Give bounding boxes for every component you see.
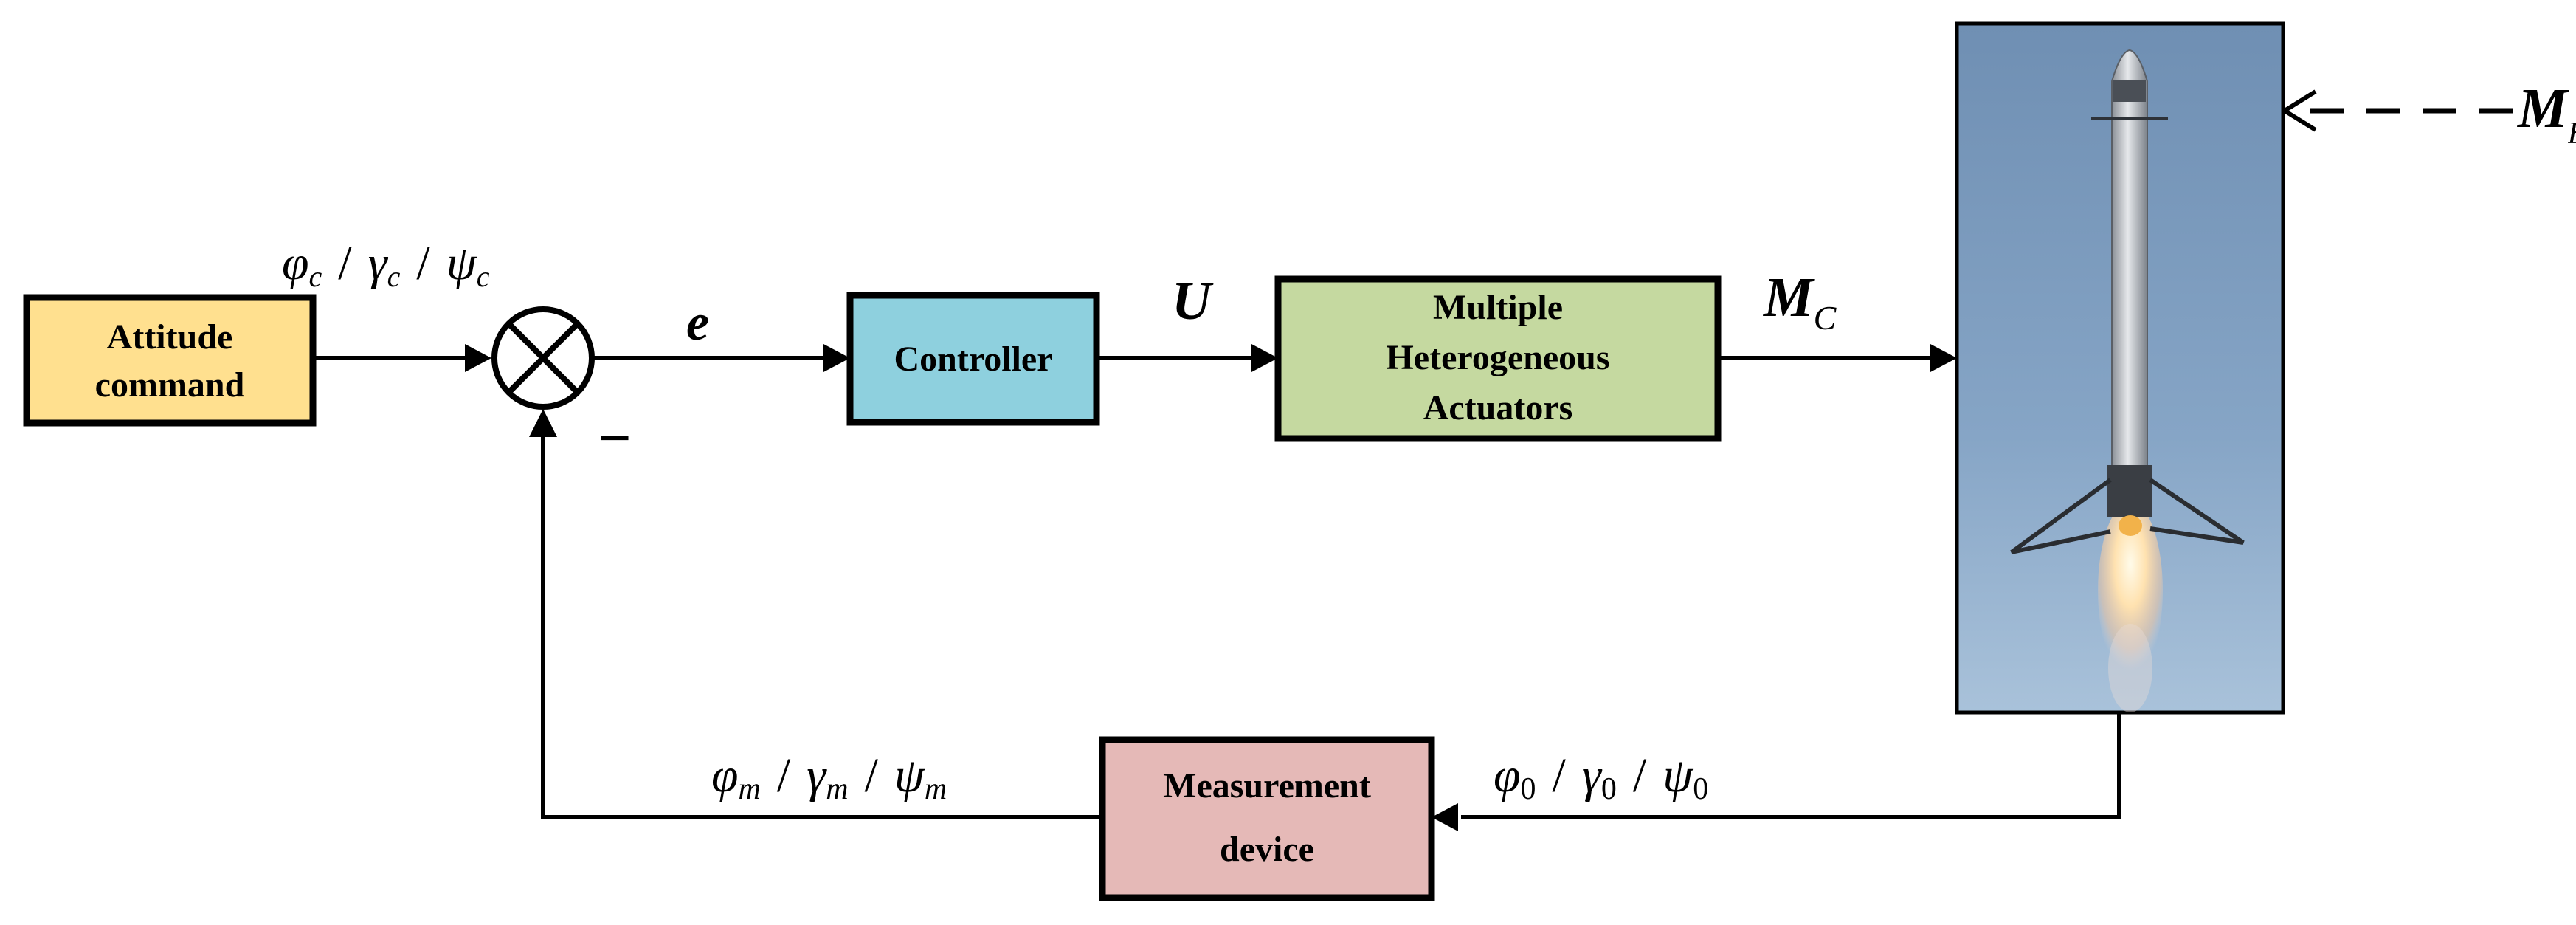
arrowhead-measurement-input	[1432, 803, 1458, 831]
summing-junction	[491, 306, 595, 410]
arrowhead-sum-input	[465, 344, 491, 372]
minus-sign: −	[596, 406, 632, 471]
arrowhead-controller-input	[823, 344, 850, 372]
arrowhead-actuators-input	[1251, 344, 1278, 372]
attitude-command-block: Attitude command	[23, 294, 317, 427]
line-measurement-to-sum	[541, 436, 1102, 819]
actuators-label-line1: Multiple	[1433, 288, 1563, 327]
controller-block: Controller	[846, 292, 1100, 426]
measurement-label-line2: device	[1220, 830, 1314, 869]
control-moment-label: MC	[1763, 267, 1837, 337]
attitude-command-label-line1: Attitude	[107, 317, 233, 357]
control-signal-label: U	[1172, 271, 1214, 331]
line-rocket-to-measurement	[1461, 712, 2121, 819]
disturbance-label: MB	[2517, 78, 2576, 151]
measurement-device-block: Measurement device	[1099, 736, 1435, 901]
error-signal-label: e	[686, 295, 709, 351]
arrowhead-rocket-input	[1930, 344, 1957, 372]
arrowhead-feedback	[529, 409, 557, 437]
rocket-image	[1955, 21, 2285, 715]
controller-label: Controller	[894, 340, 1052, 379]
actuators-label-line2: Heterogeneous	[1386, 338, 1609, 377]
command-signal-label: φc/γc/ψc	[282, 236, 490, 293]
measurement-label-line1: Measurement	[1163, 766, 1371, 805]
actuators-label-line3: Actuators	[1423, 388, 1573, 427]
measured-signal-label: φm/γm/ψm	[711, 749, 947, 806]
true-state-label: φ0/γ0/ψ0	[1494, 749, 1708, 806]
actuators-block: Multiple Heterogeneous Actuators	[1274, 275, 1722, 442]
attitude-command-label-line2: command	[95, 365, 245, 405]
